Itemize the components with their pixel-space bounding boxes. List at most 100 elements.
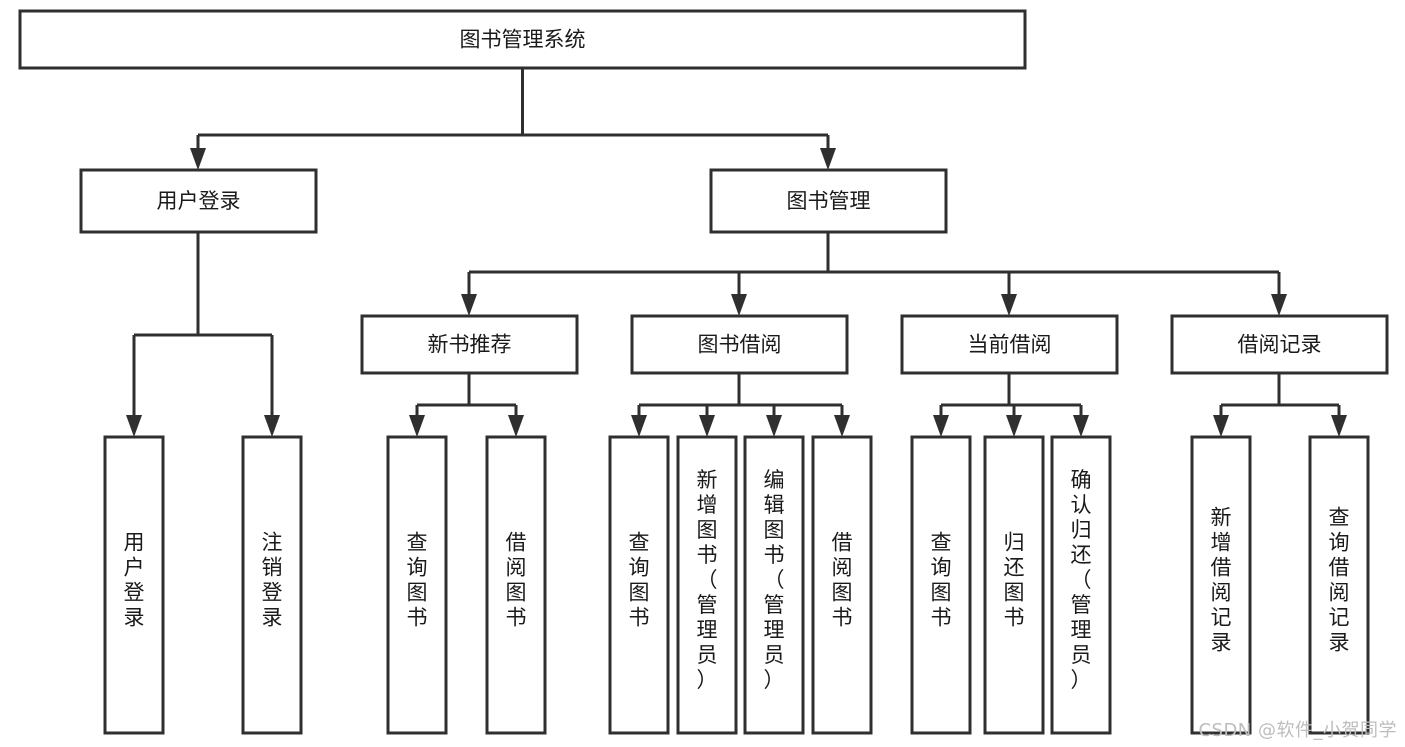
- arrow-head-icon: [731, 294, 747, 316]
- connector-borrow-record-drop-1: [1213, 405, 1229, 437]
- node-box[interactable]: [630, 314, 849, 375]
- node-label: 用户登录: [124, 531, 145, 630]
- node-label: 借阅图书: [832, 531, 853, 630]
- node-leaf-query-borrow-record[interactable]: 查询借阅记录: [1308, 435, 1370, 735]
- node-box[interactable]: [103, 435, 165, 735]
- connector-layer: [126, 68, 1347, 437]
- arrow-head-icon: [1073, 415, 1089, 437]
- node-box[interactable]: [1050, 435, 1112, 735]
- node-box[interactable]: [811, 435, 873, 735]
- node-new-book-rec[interactable]: 新书推荐: [360, 314, 579, 375]
- arrow-head-icon: [264, 415, 280, 437]
- node-label: 新增图书（管理员）: [697, 468, 718, 692]
- connector-book-manage-drop-1: [461, 272, 477, 316]
- connector-root-drop-user-login: [190, 135, 206, 170]
- node-label: 借阅图书: [506, 531, 527, 630]
- node-label: 图书管理: [787, 189, 871, 213]
- connector-user-login-drop-2: [264, 335, 280, 437]
- node-leaf-user-login[interactable]: 用户登录: [103, 435, 165, 735]
- connector-book-borrow-drop-3: [766, 405, 782, 437]
- node-label: 借阅记录: [1238, 333, 1322, 357]
- node-leaf-edit-book[interactable]: 编辑图书（管理员）: [743, 435, 805, 735]
- connector-current-borrow-drop-2: [1006, 405, 1022, 437]
- connector-book-manage-drop-3: [1001, 272, 1017, 316]
- node-box[interactable]: [360, 314, 579, 375]
- node-label: 查询图书: [407, 531, 428, 630]
- node-label: 归还图书: [1004, 531, 1025, 630]
- connector-book-manage-drop-2: [731, 272, 747, 316]
- node-leaf-query-book-cur[interactable]: 查询图书: [910, 435, 972, 735]
- node-leaf-borrow-book-rec[interactable]: 借阅图书: [485, 435, 547, 735]
- node-layer: 图书管理系统用户登录图书管理新书推荐图书借阅当前借阅借阅记录用户登录注销登录查询…: [18, 9, 1389, 735]
- node-box[interactable]: [900, 314, 1119, 375]
- connector-new-book-rec-drop-1: [409, 405, 425, 437]
- node-borrow-record[interactable]: 借阅记录: [1170, 314, 1389, 375]
- node-box[interactable]: [1308, 435, 1370, 735]
- node-label: 用户登录: [157, 189, 241, 213]
- connector-borrow-record-drop-2: [1331, 405, 1347, 437]
- connector-book-manage-drop-4: [1271, 272, 1287, 316]
- connector-user-login-drop-1: [126, 335, 142, 437]
- node-box[interactable]: [608, 435, 670, 735]
- node-leaf-confirm-return[interactable]: 确认归还（管理员）: [1050, 435, 1112, 735]
- node-label: 图书管理系统: [460, 28, 586, 52]
- node-box[interactable]: [676, 435, 738, 735]
- arrow-head-icon: [1006, 415, 1022, 437]
- arrow-head-icon: [409, 415, 425, 437]
- node-label: 新书推荐: [428, 333, 512, 357]
- arrow-head-icon: [933, 415, 949, 437]
- arrow-head-icon: [699, 415, 715, 437]
- node-box[interactable]: [18, 9, 1027, 70]
- node-current-borrow[interactable]: 当前借阅: [900, 314, 1119, 375]
- node-label: 编辑图书（管理员）: [764, 468, 785, 692]
- arrow-head-icon: [1213, 415, 1229, 437]
- node-book-borrow[interactable]: 图书借阅: [630, 314, 849, 375]
- arrow-head-icon: [820, 148, 836, 170]
- node-leaf-borrow-book[interactable]: 借阅图书: [811, 435, 873, 735]
- node-leaf-query-book-rec[interactable]: 查询图书: [386, 435, 448, 735]
- node-box[interactable]: [79, 168, 318, 234]
- node-box[interactable]: [241, 435, 303, 735]
- node-box[interactable]: [743, 435, 805, 735]
- arrow-head-icon: [834, 415, 850, 437]
- node-user-login[interactable]: 用户登录: [79, 168, 318, 234]
- connector-current-borrow-drop-1: [933, 405, 949, 437]
- csdn-watermark: CSDN @软件_小贺同学: [1198, 720, 1397, 741]
- node-leaf-add-book[interactable]: 新增图书（管理员）: [676, 435, 738, 735]
- node-label: 查询图书: [629, 531, 650, 630]
- arrow-head-icon: [1331, 415, 1347, 437]
- node-leaf-logout-login[interactable]: 注销登录: [241, 435, 303, 735]
- node-label: 查询借阅记录: [1329, 506, 1350, 655]
- node-leaf-query-book-borrow[interactable]: 查询图书: [608, 435, 670, 735]
- node-box[interactable]: [386, 435, 448, 735]
- arrow-head-icon: [508, 415, 524, 437]
- node-box[interactable]: [485, 435, 547, 735]
- node-box[interactable]: [910, 435, 972, 735]
- node-box[interactable]: [1170, 314, 1389, 375]
- node-root[interactable]: 图书管理系统: [18, 9, 1027, 70]
- arrow-head-icon: [1001, 294, 1017, 316]
- node-leaf-return-book[interactable]: 归还图书: [983, 435, 1045, 735]
- node-box[interactable]: [983, 435, 1045, 735]
- connector-book-borrow-drop-4: [834, 405, 850, 437]
- arrow-head-icon: [1271, 294, 1287, 316]
- node-label: 注销登录: [262, 531, 283, 630]
- arrow-head-icon: [126, 415, 142, 437]
- node-label: 新增借阅记录: [1211, 506, 1232, 655]
- node-leaf-add-borrow-record[interactable]: 新增借阅记录: [1190, 435, 1252, 735]
- node-box[interactable]: [1190, 435, 1252, 735]
- arrow-head-icon: [631, 415, 647, 437]
- node-label: 图书借阅: [698, 333, 782, 357]
- connector-root-drop-book-manage: [820, 135, 836, 170]
- arrow-head-icon: [190, 148, 206, 170]
- node-label: 确认归还（管理员）: [1071, 468, 1092, 692]
- connector-new-book-rec-drop-2: [508, 405, 524, 437]
- node-box[interactable]: [709, 168, 948, 234]
- connector-book-borrow-drop-2: [699, 405, 715, 437]
- node-label: 当前借阅: [968, 333, 1052, 357]
- connector-current-borrow-drop-3: [1073, 405, 1089, 437]
- node-book-manage[interactable]: 图书管理: [709, 168, 948, 234]
- arrow-head-icon: [461, 294, 477, 316]
